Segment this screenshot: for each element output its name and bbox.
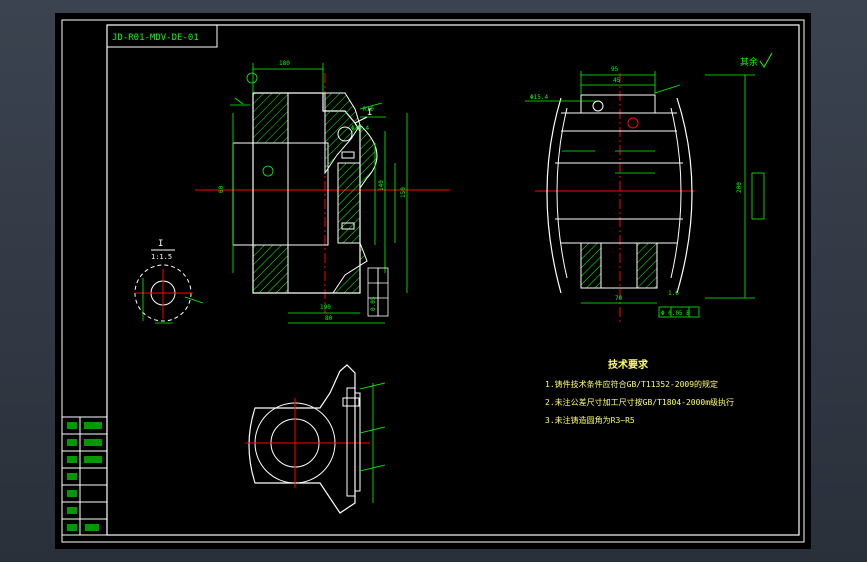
dim-60: 60 [218,185,225,193]
dim-140: 140 [378,180,385,191]
inner-frame [106,24,800,536]
dim-180: 180 [279,60,290,67]
drawing-number-box: JD-R01-MDV-DE-01 [106,24,218,48]
drawing-canvas[interactable]: JD-R01-MDV-DE-01 [55,13,811,549]
detail-title-label: I [158,239,163,249]
right-view: 95 45 70 200 1.6 Φ15.4 Φ 0.05 B [525,66,765,323]
dim-95: 95 [611,66,619,73]
dim-80: 80 [325,315,333,322]
roughness-note-text: 其余 [740,56,758,68]
dim-200: 200 [736,182,743,193]
dim-phi16: Φ16.4 [351,125,369,132]
dim-phi15: Φ15.4 [530,94,548,101]
dim-45: 45 [613,77,621,84]
detail-scale: 1:1.5 [151,253,172,261]
dim-roughness-1-6: 1.6 [668,290,679,297]
drawing-number: JD-R01-MDV-DE-01 [112,33,199,43]
side-title-block [61,416,108,536]
outer-frame [61,19,805,543]
tech-req-item-2: 2.未注公差尺寸加工尺寸按GB/T1804-2000m级执行 [545,397,734,407]
main-section-view: 180 190 60 R10 140 150 80 Φ16.4 0.05 I [195,60,450,324]
detail-callout-label: I [367,108,372,118]
tolerance-right: Φ 0.05 B [661,310,690,317]
tech-req-item-1: 1.铸件技术条件应符合GB/T11352-2009的规定 [545,379,718,389]
technical-requirements: 技术要求 1.铸件技术条件应符合GB/T11352-2009的规定 2.未注公差… [545,358,734,425]
dim-70: 70 [615,295,623,302]
dim-190: 190 [320,304,331,311]
drawing-svg: JD-R01-MDV-DE-01 [61,19,805,543]
tech-req-item-3: 3.未注铸造圆角为R3~R5 [545,415,635,425]
detail-view-i: I 1:1.5 [134,239,204,324]
dim-150: 150 [400,187,407,198]
dim-r10: R10 [363,106,374,113]
roughness-note: 其余 [740,52,773,68]
bottom-view [245,364,386,514]
tolerance-left: 0.05 [370,296,377,311]
tech-req-title: 技术要求 [608,358,649,371]
